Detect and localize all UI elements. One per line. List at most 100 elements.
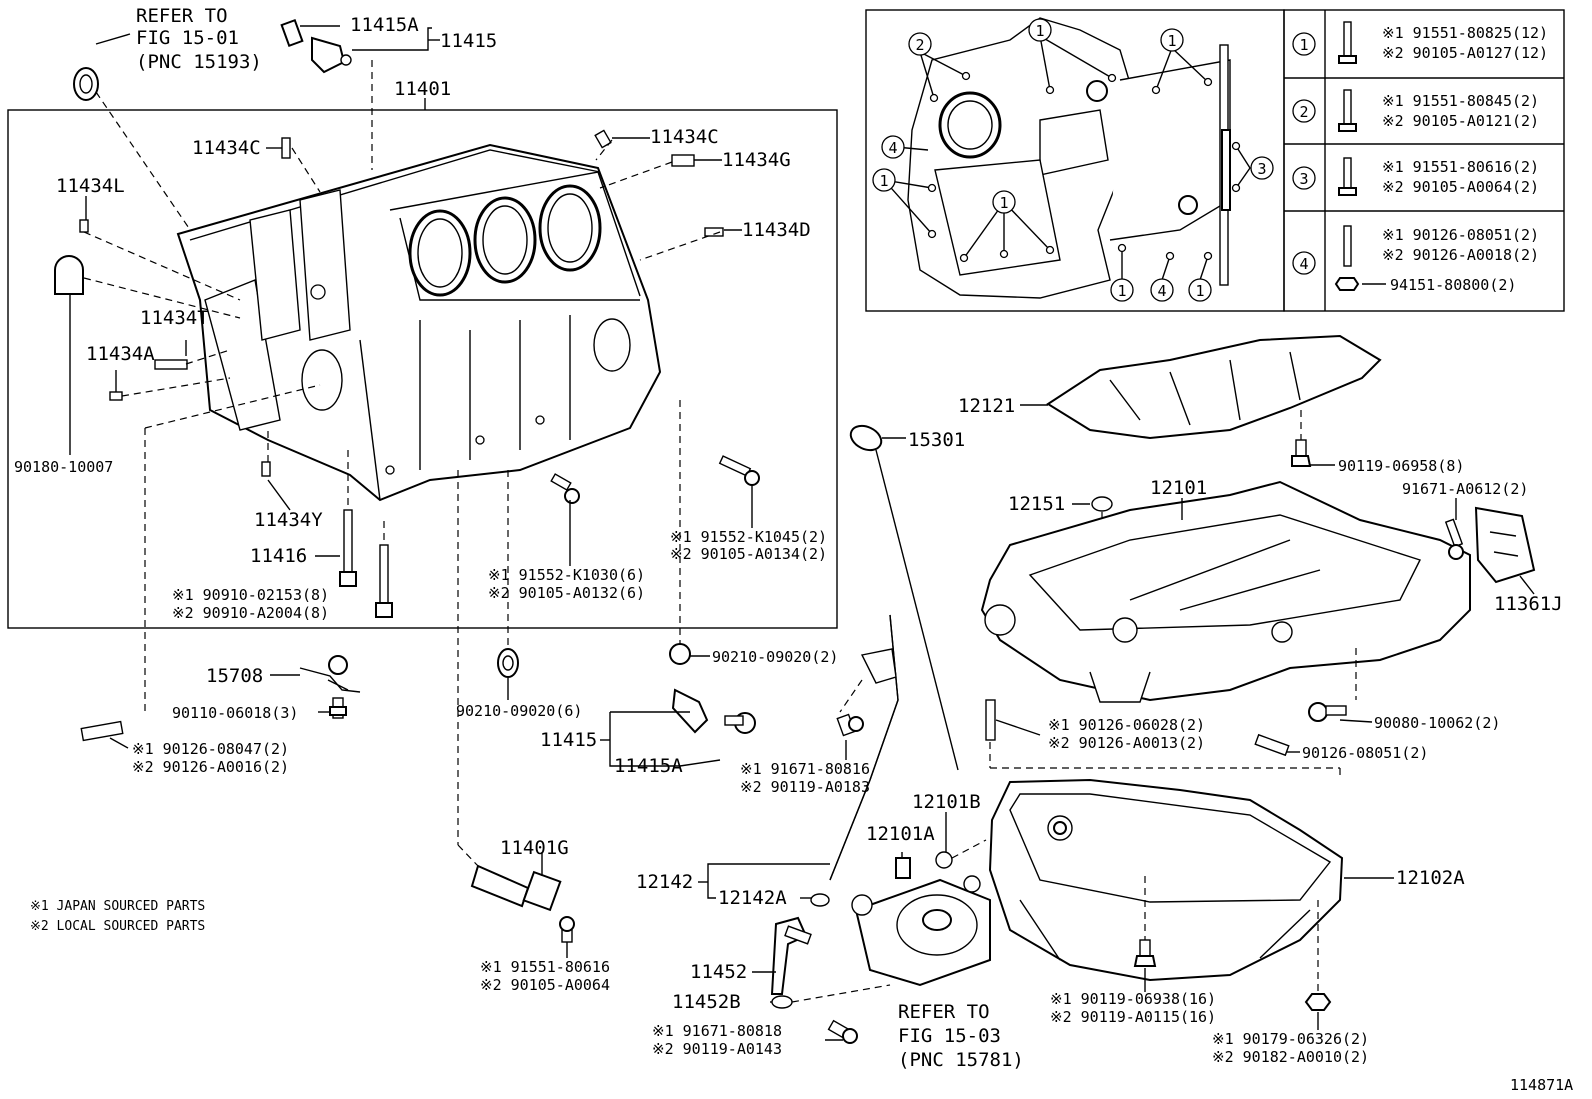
inset-view xyxy=(883,17,1251,299)
cylinder-block xyxy=(176,143,662,502)
label-90126-06028: ※1 90126-06028(2) xyxy=(1048,716,1205,734)
svg-text:※1 91551-80845(2): ※1 91551-80845(2) xyxy=(1382,92,1539,110)
legend-row-4: 4 ※1 90126-08051(2) ※2 90126-A0018(2) 94… xyxy=(1292,225,1539,294)
bolt-91671-80818 xyxy=(827,1019,858,1044)
washer-90210-2 xyxy=(669,643,691,665)
label-11434G: 11434G xyxy=(722,149,791,171)
label-90179: ※1 90179-06326(2) xyxy=(1212,1030,1369,1048)
svg-text:1: 1 xyxy=(1195,282,1204,300)
cylinder-block-frame xyxy=(7,109,838,629)
pin-11434Y xyxy=(261,461,271,477)
label-90126-A0013: ※2 90126-A0013(2) xyxy=(1048,734,1205,752)
label-12142A: 12142A xyxy=(718,887,787,909)
bolt-91671-A0612 xyxy=(1444,518,1464,560)
note-local-sourced: ※2 LOCAL SOURCED PARTS xyxy=(30,919,205,934)
label-12142: 12142 xyxy=(636,871,693,893)
label-12121: 12121 xyxy=(958,395,1015,417)
dipstick-guide-12142 xyxy=(829,614,899,881)
stud-90126-08047 xyxy=(80,720,124,742)
label-11415A-bottom: 11415A xyxy=(614,755,683,777)
inset-marker-3: 3 xyxy=(1250,156,1274,180)
label-90080: 90080-10062(2) xyxy=(1374,714,1500,732)
dowel-11434C-right xyxy=(594,129,612,149)
label-15301: 15301 xyxy=(908,429,965,451)
label-91671-80818: ※1 91671-80818 xyxy=(652,1022,782,1040)
label-11434A: 11434A xyxy=(86,343,155,365)
svg-text:4: 4 xyxy=(1157,282,1166,300)
label-11434C-left: 11434C xyxy=(192,137,261,159)
label-11416: 11416 xyxy=(250,545,307,567)
note-japan-sourced: ※1 JAPAN SOURCED PARTS xyxy=(30,899,205,914)
label-11415-bottom: 11415 xyxy=(540,729,597,751)
label-91552-K1030: ※1 91552-K1030(6) xyxy=(488,566,645,584)
label-12101: 12101 xyxy=(1150,477,1207,499)
oil-pressure-switch-top xyxy=(280,18,352,74)
oil-jet-15708 xyxy=(299,655,361,693)
label-90910-A2004: ※2 90910-A2004(8) xyxy=(172,604,329,622)
svg-text:※1 90126-08051(2): ※1 90126-08051(2) xyxy=(1382,226,1539,244)
oil-pan-upper-12101 xyxy=(980,480,1471,703)
baffle-plate-12121 xyxy=(1046,334,1382,440)
oil-pan-lower-12102A xyxy=(988,778,1344,982)
dowel-11434G xyxy=(671,154,695,167)
label-11434Y: 11434Y xyxy=(254,509,323,531)
svg-text:1: 1 xyxy=(1299,36,1308,54)
label-91551-80616: ※1 91551-80616 xyxy=(480,958,610,976)
svg-text:※2 90105-A0064(2): ※2 90105-A0064(2) xyxy=(1382,178,1539,196)
o-ring-12142A xyxy=(810,893,830,907)
svg-text:※2 90105-A0127(12): ※2 90105-A0127(12) xyxy=(1382,44,1548,62)
o-ring-12151 xyxy=(1091,496,1113,512)
stud-90126-08051 xyxy=(1254,733,1290,757)
pin-11434T xyxy=(154,359,188,370)
head-bolt-11416 xyxy=(339,509,393,618)
oil-strainer xyxy=(851,875,991,987)
label-12101B: 12101B xyxy=(912,791,981,813)
label-12102A: 12102A xyxy=(1396,867,1465,889)
plug-90180 xyxy=(54,255,84,295)
label-90110: 90110-06018(3) xyxy=(172,704,298,722)
drain-plug-12101A xyxy=(895,857,911,879)
legend-row-3: 3 ※1 91551-80616(2) ※2 90105-A0064(2) xyxy=(1292,157,1539,196)
label-90105-A0134: ※2 90105-A0134(2) xyxy=(670,545,827,563)
inset-marker-4: 4 4 xyxy=(881,135,1174,302)
label-91671-80816: ※1 91671-80816 xyxy=(740,760,870,778)
ref-fig-15-03-line2: FIG 15-03 xyxy=(898,1025,1001,1047)
legend-row-1: 1 ※1 91551-80825(12) ※2 90105-A0127(12) xyxy=(1292,21,1548,64)
svg-text:1: 1 xyxy=(1167,32,1176,50)
ref-fig-15-01-line2: FIG 15-01 xyxy=(136,27,239,49)
ref-fig-15-03-line3: (PNC 15781) xyxy=(898,1049,1024,1071)
legend-row-2: 2 ※1 91551-80845(2) ※2 90105-A0121(2) xyxy=(1292,89,1539,132)
ref-fig-15-03-line1: REFER TO xyxy=(898,1001,990,1023)
label-90119-A0115: ※2 90119-A0115(16) xyxy=(1050,1008,1216,1026)
ref-fig-15-01-line1: REFER TO xyxy=(136,5,228,27)
label-90210-6: 90210-09020(6) xyxy=(456,702,582,720)
label-90119-A0183: ※2 90119-A0183 xyxy=(740,778,870,796)
bolt-90080 xyxy=(1308,702,1347,722)
inset-marker-2: 2 xyxy=(908,32,932,56)
label-11401: 11401 xyxy=(394,78,451,100)
ref-fig-15-01-line3: (PNC 15193) xyxy=(136,51,262,73)
bolt-91552-K1045 xyxy=(718,455,760,486)
pin-11434D xyxy=(704,227,724,237)
svg-text:※1 91551-80616(2): ※1 91551-80616(2) xyxy=(1382,158,1539,176)
label-90119-06958: 90119-06958(8) xyxy=(1338,457,1464,475)
figure-id: 114871A xyxy=(1510,1076,1573,1094)
bolt-90119-06958 xyxy=(1291,439,1312,467)
label-15708: 15708 xyxy=(206,665,263,687)
label-90910-02153: ※1 90910-02153(8) xyxy=(172,586,329,604)
label-90119-A0143: ※2 90119-A0143 xyxy=(652,1040,782,1058)
nut-90179 xyxy=(1304,993,1332,1011)
label-90210-2: 90210-09020(2) xyxy=(712,648,838,666)
o-ring-11452B xyxy=(771,995,793,1009)
label-90119-06938: ※1 90119-06938(16) xyxy=(1050,990,1216,1008)
cover-11361J xyxy=(1474,506,1536,584)
label-11434C-right: 11434C xyxy=(650,126,719,148)
label-11415-top: 11415 xyxy=(440,30,497,52)
bolt-91671-80816 xyxy=(836,713,864,737)
svg-text:1: 1 xyxy=(879,172,888,190)
svg-text:3: 3 xyxy=(1257,160,1266,178)
label-11434L: 11434L xyxy=(56,175,125,197)
svg-text:1: 1 xyxy=(1117,282,1126,300)
label-11415A-top: 11415A xyxy=(350,14,419,36)
